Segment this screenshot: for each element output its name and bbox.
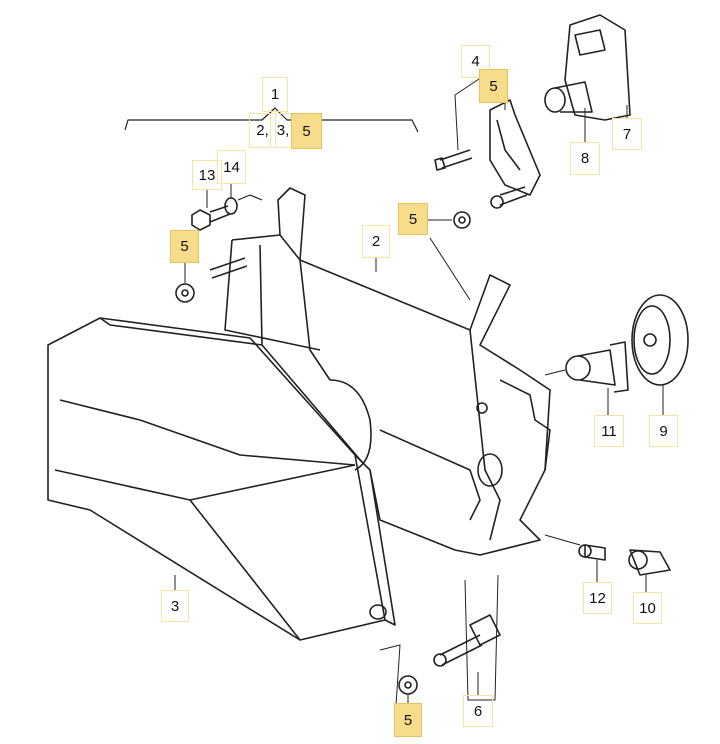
headlight-lens (47, 317, 396, 641)
callout-7[interactable]: 7 (612, 118, 642, 150)
callout-5-left[interactable]: 5 (170, 230, 199, 263)
callout-9[interactable]: 9 (649, 415, 678, 447)
bulb-h4-11 (565, 341, 629, 393)
callout-5-lower[interactable]: 5 (394, 703, 422, 737)
callout-12[interactable]: 12 (583, 582, 612, 614)
callout-3[interactable]: 3 (161, 590, 189, 622)
bulb-holder-10 (628, 549, 671, 576)
clip-nut-left (175, 283, 195, 303)
callout-5-middle[interactable]: 5 (398, 203, 428, 235)
headlight-housing (224, 187, 551, 556)
callout-5-group[interactable]: 5 (291, 113, 322, 149)
callout-4[interactable]: 4 (461, 45, 490, 78)
callout-1[interactable]: 1 (262, 77, 288, 112)
callout-2-group[interactable]: 2, (249, 113, 276, 148)
callout-6[interactable]: 6 (463, 695, 493, 727)
bulb-12 (578, 544, 606, 561)
callout-5-upper[interactable]: 5 (479, 69, 508, 103)
clip-nut-upper (453, 211, 471, 229)
callout-10[interactable]: 10 (633, 592, 662, 624)
callout-14[interactable]: 14 (217, 150, 246, 184)
bracket-4 (489, 99, 541, 196)
callout-11[interactable]: 11 (594, 415, 624, 447)
connector-8 (544, 81, 593, 113)
callout-2[interactable]: 2 (362, 225, 390, 258)
callout-8[interactable]: 8 (570, 142, 600, 175)
screw-13 (191, 205, 231, 231)
adjuster-6 (433, 614, 501, 667)
callout-13[interactable]: 13 (192, 160, 222, 190)
clip-nut-lower (398, 675, 418, 695)
range-motor-7 (564, 14, 631, 121)
dust-cap-9 (631, 294, 689, 386)
